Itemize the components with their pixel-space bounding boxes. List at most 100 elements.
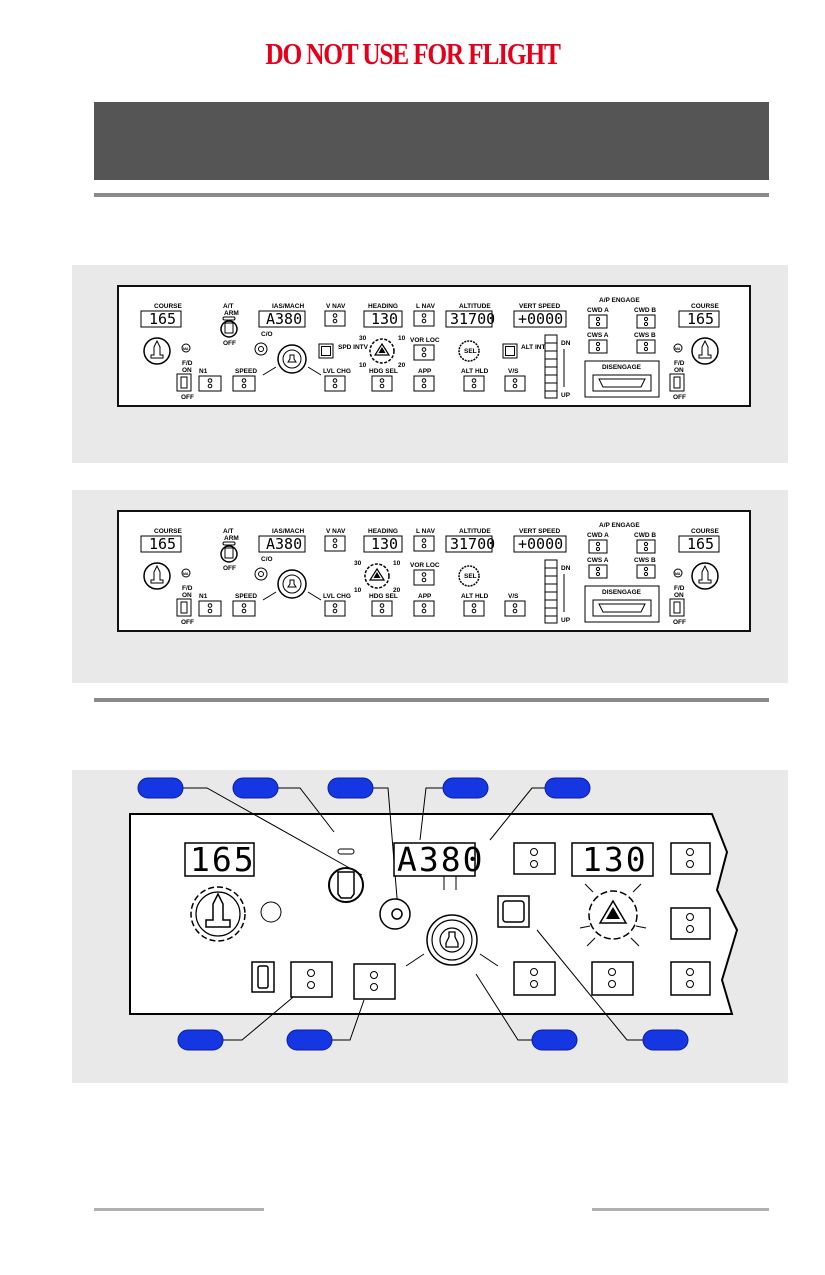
altitude-sel-label: SEL [464,348,477,355]
vs-light-top [512,378,518,383]
vor-loc-button[interactable] [413,344,435,361]
cwd-a-button[interactable] [588,539,608,554]
vs-light-bottom [512,608,518,614]
detail-vor-loc-button[interactable] [670,907,711,940]
at-label: A/T [223,528,234,535]
fd-on-label: ON [182,592,192,599]
cwd-b-button[interactable] [636,539,656,554]
vnav-light-bottom [332,543,338,549]
cws-a-light-top [595,566,601,572]
detail-speed-button[interactable] [353,963,396,1000]
cwd-a-light-bottom [595,546,601,552]
lvl-chg-button[interactable] [324,600,346,617]
detail-vnav-button[interactable] [513,842,556,875]
n1-button[interactable] [198,375,222,392]
cwd-b-light-bottom [643,546,649,552]
detail-co-center-icon [391,908,403,920]
ma-label: MA [183,347,189,351]
at-switch-icon [224,547,234,559]
lnav-button[interactable] [413,535,435,552]
ias-mach-label: IAS/MACH [272,528,304,535]
vnav-label: V NAV [326,303,346,310]
course-right-display [678,535,720,553]
at-switch-icon [224,322,234,334]
fd-right-on-label: ON [674,367,684,374]
co-switch-center-icon [258,346,264,352]
cws-a-button[interactable] [588,339,608,354]
speed-mode-button[interactable] [232,375,256,392]
course-right-display [678,310,720,328]
cws-b-button[interactable] [636,339,656,354]
hdg-sel-button[interactable] [371,600,393,617]
at-arm-label: ARM [224,310,239,317]
detail-app-button[interactable] [670,961,711,996]
vor-loc-light-top [421,572,427,577]
alt-hld-light-bottom [471,383,477,389]
heading-display [363,535,403,553]
heading-bug-icon [368,567,386,581]
disengage-bar[interactable] [592,599,652,617]
cwd-b-light-bottom [643,321,649,327]
lvl-chg-button[interactable] [324,375,346,392]
detail-n1-button[interactable] [290,961,333,998]
hdg-sel-light-bottom [379,383,385,389]
footer-rule-left [94,1208,264,1211]
course-right-label: COURSE [691,303,719,310]
ma-right-light [673,568,683,578]
vert-speed-display [513,310,567,328]
cws-a-button[interactable] [588,564,608,579]
speed-knob-tick-right [307,366,322,376]
speed-mode-button[interactable] [232,600,256,617]
cws-b-button[interactable] [636,564,656,579]
vnav-button[interactable] [324,310,346,327]
vnav-button[interactable] [324,535,346,552]
lvl-chg-label: LVL CHG [323,593,351,600]
detail-hdg-sel-button[interactable] [591,961,634,996]
co-switch-center-icon [258,571,264,577]
heading-bug-icon [373,342,391,356]
disengage-bar-icon [598,603,646,613]
co-label: C/O [261,331,273,338]
disengage-bar-icon [598,378,646,388]
disengage-label: DISENGAGE [602,364,642,371]
lvl-chg-light-top [332,603,338,608]
hdg-sel-button[interactable] [371,375,393,392]
cws-a-light-top [595,341,601,347]
app-button[interactable] [413,600,435,617]
vor-loc-button[interactable] [413,569,435,586]
vert-speed-value: +0000 [518,535,563,553]
lnav-label: L NAV [416,303,436,310]
cwd-a-button[interactable] [588,314,608,329]
detail-lnav-button[interactable] [670,842,711,875]
alt-hld-button[interactable] [463,375,485,392]
alt-hld-button[interactable] [463,600,485,617]
detail-app-light-top [686,968,694,976]
detail-vnav-light-bottom [530,860,538,868]
cwd-b-button[interactable] [636,314,656,329]
detail-bank-tick [630,937,640,947]
n1-button[interactable] [198,600,222,617]
heading-bug-inner-icon [373,572,381,578]
detail-lvl-chg-button[interactable] [513,961,556,996]
ias-mach-value: A380 [266,535,302,553]
altitude-knob[interactable] [458,340,480,362]
detail-vor-loc-light-top [686,913,694,921]
lnav-button[interactable] [413,310,435,327]
cwd-a-light-top [595,316,601,322]
cws-b-label: CWS B [634,557,656,564]
altitude-value: 31700 [450,310,495,328]
vs-button[interactable] [504,600,526,617]
vs-button[interactable] [504,375,526,392]
app-button[interactable] [413,375,435,392]
fd-off-label: OFF [181,394,194,401]
disengage-bar[interactable] [592,374,652,392]
detail-ma-light [260,901,282,923]
detail-n1-light-bottom [307,981,315,989]
ias-mach-label: IAS/MACH [272,303,304,310]
alt-hld-light-top [471,603,477,608]
altitude-knob[interactable] [458,565,480,587]
ap-engage-label: A/P ENGAGE [599,522,640,529]
n1-light-bottom [207,608,213,614]
cws-b-label: CWS B [634,332,656,339]
vert-speed-label: VERT SPEED [519,528,560,535]
